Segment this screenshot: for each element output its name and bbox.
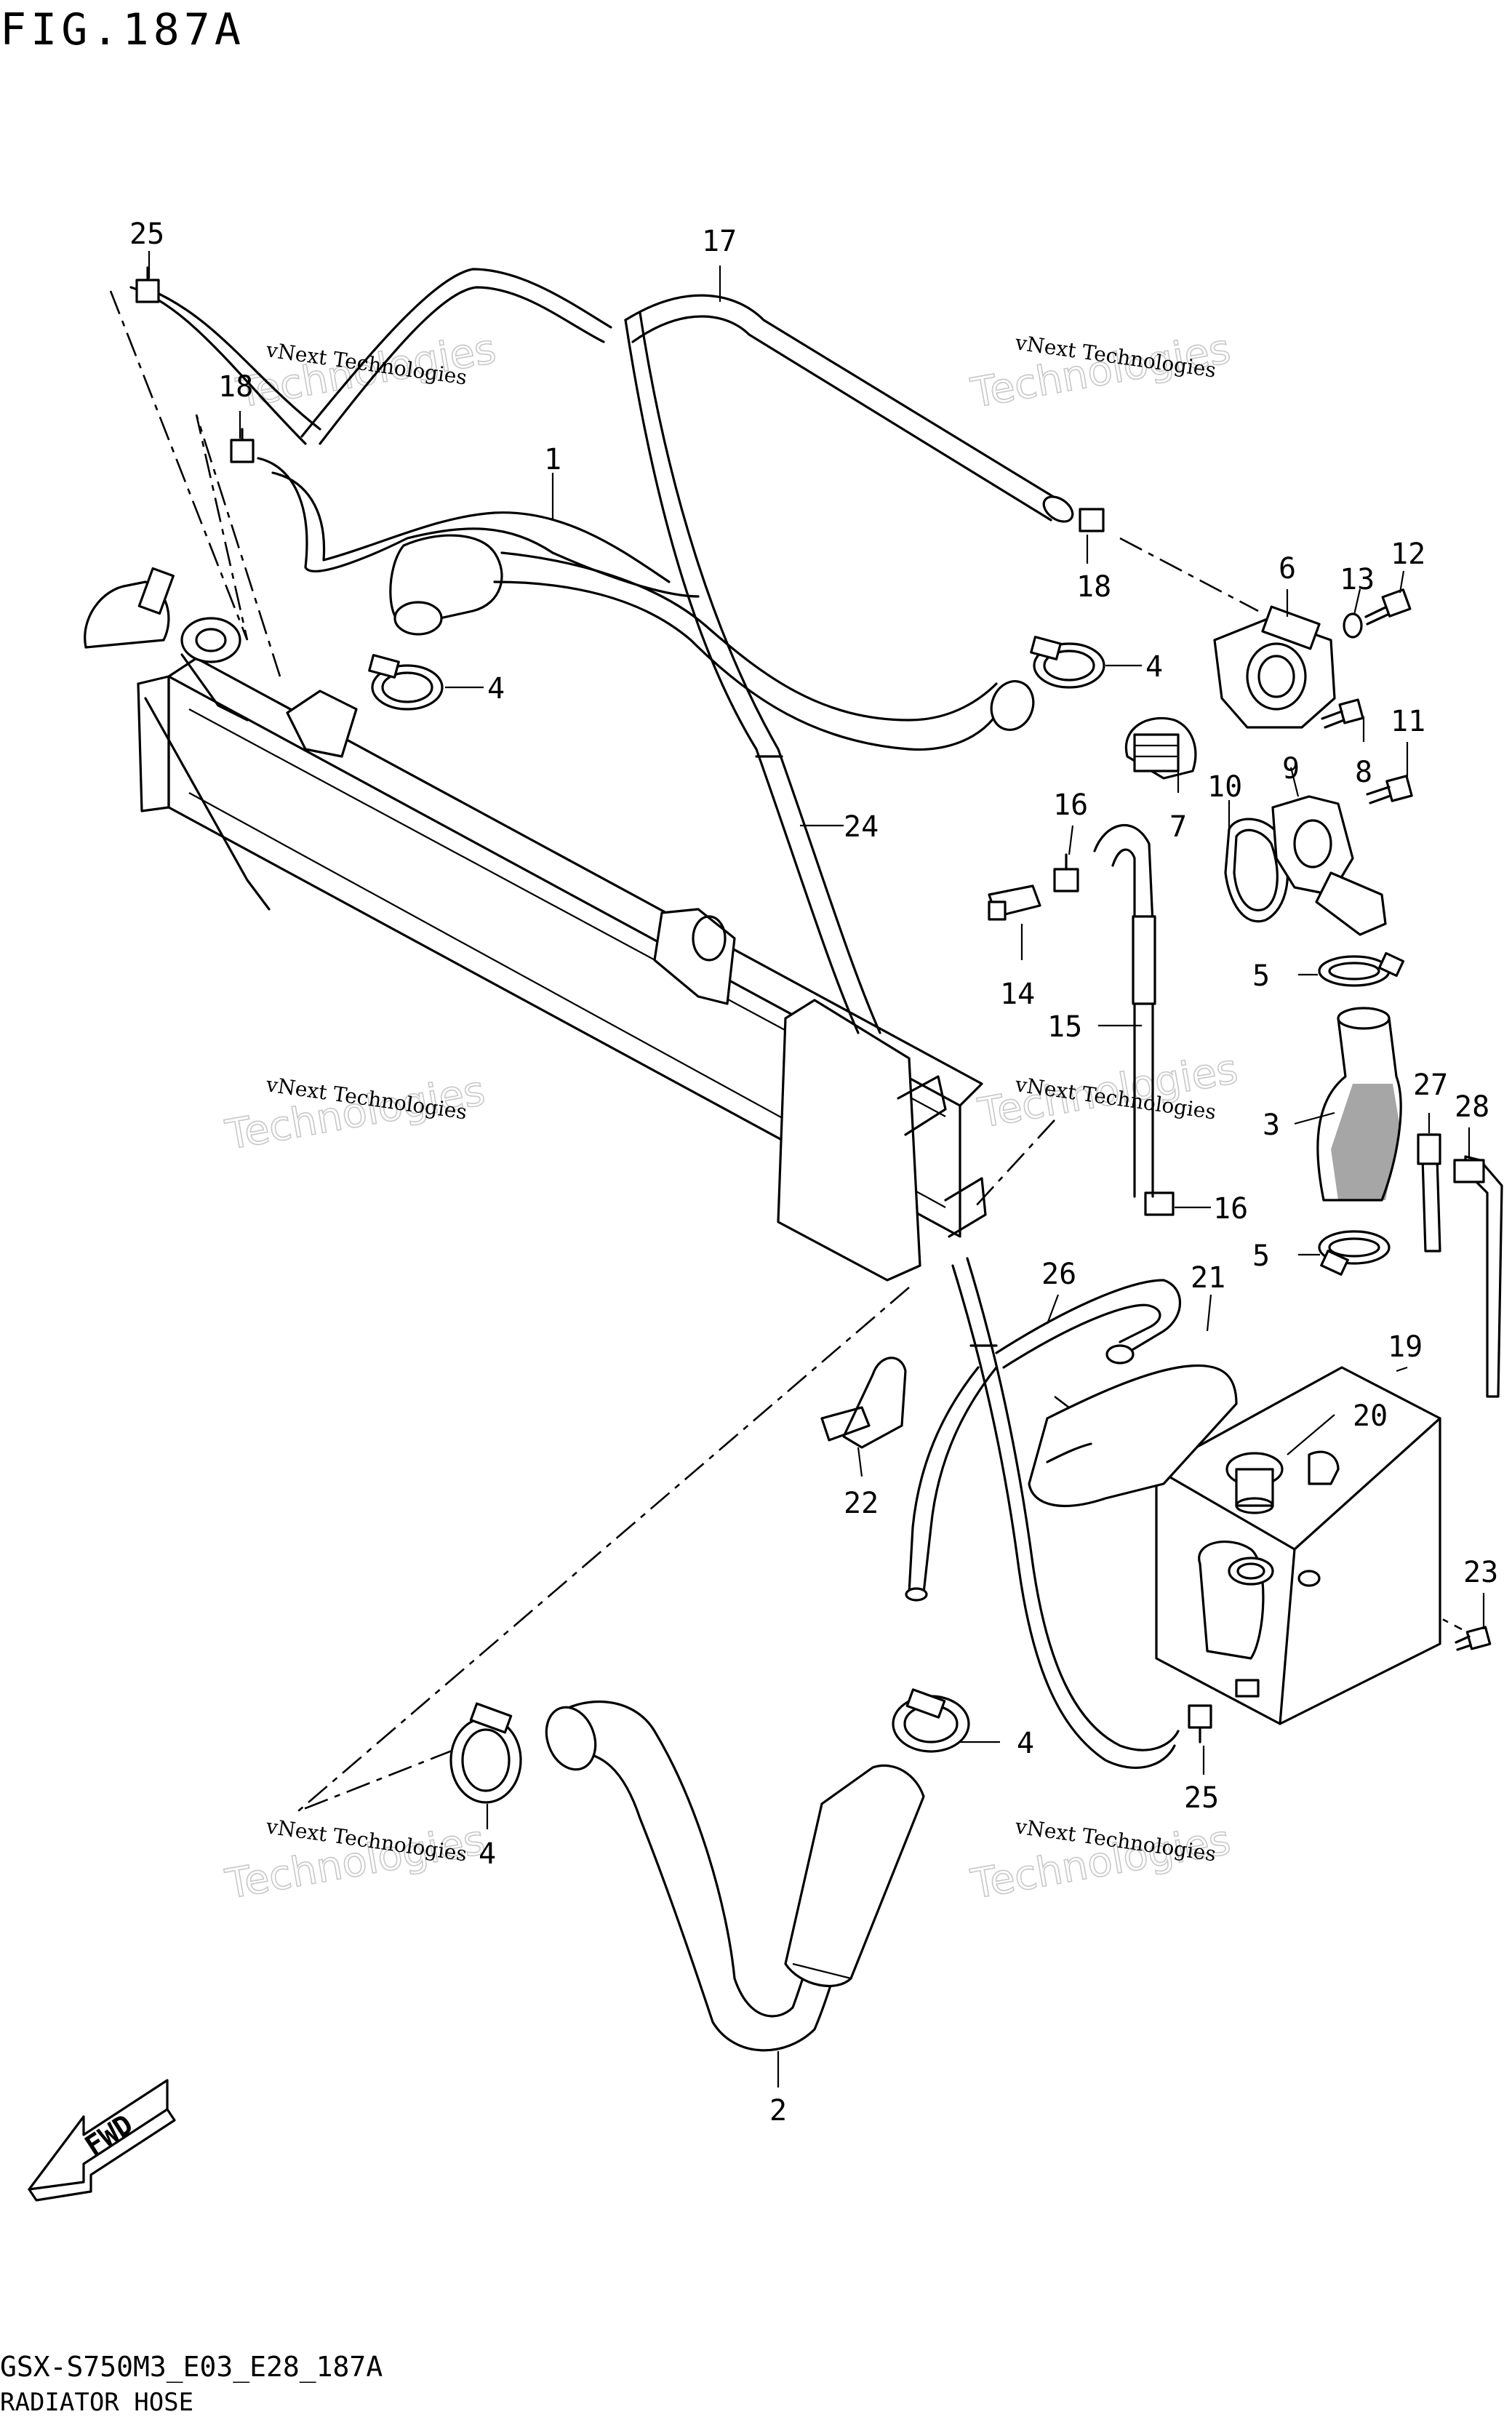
callout-27: 27 bbox=[1413, 1068, 1448, 1102]
leader-lines bbox=[148, 251, 1485, 2088]
reservoir-cap-20[interactable] bbox=[1225, 1452, 1284, 1514]
hose-3[interactable] bbox=[1316, 1007, 1402, 1202]
bolt-8[interactable] bbox=[1321, 698, 1364, 729]
reservoir-tank-19[interactable] bbox=[1155, 1366, 1441, 1725]
callout-25-bottom: 25 bbox=[1184, 1781, 1219, 1815]
clip-16-lower[interactable] bbox=[1144, 1191, 1175, 1216]
clamp-4-upper-left[interactable] bbox=[368, 654, 444, 711]
hose-15[interactable] bbox=[1093, 823, 1156, 1198]
watermark-bottom-right: Technologies vNext Technologies bbox=[967, 1814, 1234, 1909]
clip-18-right[interactable] bbox=[1079, 508, 1105, 532]
clip-25-bottom[interactable] bbox=[1188, 1704, 1212, 1743]
callout-24: 24 bbox=[844, 810, 879, 844]
callout-2: 2 bbox=[769, 2094, 787, 2128]
callout-19: 19 bbox=[1388, 1330, 1423, 1364]
radiator[interactable] bbox=[137, 657, 987, 1282]
hose-26[interactable] bbox=[905, 1279, 1181, 1602]
callout-4-upper-left: 4 bbox=[487, 672, 505, 706]
bolt-23[interactable] bbox=[1455, 1626, 1492, 1651]
clamp-4-lower-right[interactable] bbox=[892, 1688, 970, 1753]
callout-9: 9 bbox=[1282, 752, 1300, 786]
callout-17: 17 bbox=[702, 225, 737, 258]
cable-tie-28[interactable] bbox=[1453, 1155, 1503, 1398]
thermostat-cover-9[interactable] bbox=[1271, 795, 1387, 936]
callout-23: 23 bbox=[1463, 1556, 1498, 1589]
bolt-12[interactable] bbox=[1364, 588, 1412, 626]
callout-10: 10 bbox=[1207, 770, 1242, 804]
callout-22: 22 bbox=[844, 1487, 879, 1520]
callout-20: 20 bbox=[1353, 1399, 1388, 1433]
fwd-arrow-icon: FWD bbox=[28, 2079, 176, 2202]
section-name: RADIATOR HOSE bbox=[0, 2388, 194, 2417]
callout-labels: 1 2 3 4 4 4 4 5 5 6 7 8 9 10 11 12 13 14… bbox=[129, 217, 1498, 2128]
callout-18-right: 18 bbox=[1076, 570, 1111, 604]
callout-28: 28 bbox=[1455, 1090, 1489, 1124]
callout-4-lower-right: 4 bbox=[1017, 1727, 1034, 1760]
callout-8: 8 bbox=[1355, 756, 1372, 789]
washer-13[interactable] bbox=[1343, 612, 1363, 639]
hose-2[interactable] bbox=[538, 1700, 925, 2052]
clamp-5-upper[interactable] bbox=[1318, 951, 1405, 987]
callout-21: 21 bbox=[1191, 1261, 1225, 1295]
model-code: GSX-S750M3_E03_E28_187A bbox=[0, 2351, 383, 2383]
callout-18-left: 18 bbox=[218, 370, 253, 404]
thermostat-7[interactable] bbox=[1124, 716, 1197, 780]
callout-5-upper: 5 bbox=[1252, 959, 1270, 993]
clip-25-top[interactable] bbox=[135, 266, 160, 303]
callout-5-lower: 5 bbox=[1252, 1239, 1270, 1273]
watermark-middle-left: Technologies vNext Technologies bbox=[221, 1067, 489, 1160]
hose-1[interactable] bbox=[257, 457, 1040, 751]
callout-15: 15 bbox=[1047, 1010, 1082, 1044]
figure-title: FIG.187A bbox=[0, 4, 245, 55]
callout-3: 3 bbox=[1263, 1108, 1280, 1142]
watermark-top-left: Technologies vNext Technologies bbox=[232, 325, 500, 418]
clip-18-left[interactable] bbox=[230, 428, 255, 463]
callout-12: 12 bbox=[1391, 538, 1425, 571]
watermark-top-right: Technologies vNext Technologies bbox=[967, 325, 1234, 418]
gasket-10[interactable] bbox=[1224, 818, 1289, 923]
callout-4-upper-right: 4 bbox=[1145, 650, 1163, 684]
callout-16-lower: 16 bbox=[1213, 1192, 1248, 1226]
callout-16-upper: 16 bbox=[1053, 788, 1088, 822]
callout-25-top: 25 bbox=[129, 217, 164, 251]
bolt-14[interactable] bbox=[988, 884, 1041, 921]
callout-4-lower-left: 4 bbox=[479, 1837, 496, 1871]
callout-14: 14 bbox=[1000, 978, 1035, 1011]
hose-24[interactable] bbox=[624, 311, 1180, 1769]
bolt-11[interactable] bbox=[1366, 775, 1413, 804]
callout-6: 6 bbox=[1279, 552, 1296, 586]
watermark-middle-right: Technologies vNext Technologies bbox=[974, 1045, 1241, 1138]
hose-17[interactable] bbox=[129, 268, 1077, 527]
watermark-bottom-left: Technologies vNext Technologies bbox=[221, 1814, 489, 1909]
clamp-4-lower-left[interactable] bbox=[449, 1702, 522, 1804]
clamp-4-upper-right[interactable] bbox=[1030, 636, 1105, 689]
clip-22[interactable] bbox=[820, 1357, 907, 1449]
bracket-27[interactable] bbox=[1417, 1133, 1441, 1253]
radiator-cap[interactable] bbox=[84, 567, 249, 722]
callout-7: 7 bbox=[1169, 810, 1187, 844]
clamp-5-lower[interactable] bbox=[1318, 1230, 1391, 1276]
callout-1: 1 bbox=[544, 443, 561, 476]
clip-16-upper[interactable] bbox=[1053, 853, 1079, 892]
cover-21[interactable] bbox=[1028, 1364, 1238, 1507]
callout-13: 13 bbox=[1340, 563, 1375, 596]
callout-26: 26 bbox=[1041, 1258, 1076, 1291]
thermostat-housing-6[interactable] bbox=[1213, 605, 1336, 729]
callout-11: 11 bbox=[1391, 705, 1425, 738]
